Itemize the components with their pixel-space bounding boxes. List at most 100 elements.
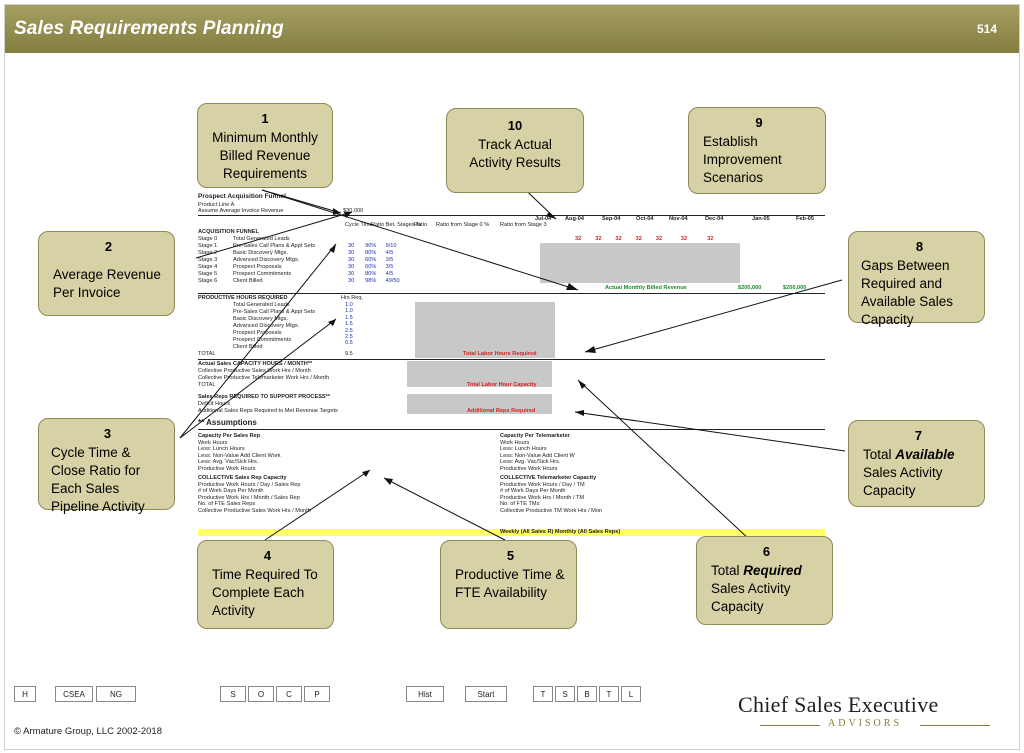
total-labor-capacity: Total Labor Hour Capacity: [467, 382, 537, 388]
stage-3: Stage 3: [198, 257, 218, 263]
nav-button-l[interactable]: L: [621, 686, 641, 702]
callout-7-text-pre: Total: [863, 447, 896, 462]
nav-button-s[interactable]: S: [220, 686, 246, 702]
sheet-title: Prospect Acquisition Funnel: [198, 193, 286, 200]
nav-button-start[interactable]: Start: [465, 686, 507, 702]
col-ratio-from: Ratio from Stage 0 %: [436, 222, 490, 228]
stage-0-name: Total Generated Leads: [233, 236, 290, 242]
callout-2-number: 2: [104, 239, 113, 254]
callout-4-number: 4: [263, 548, 272, 563]
callout-9-number: 9: [755, 115, 763, 130]
callout-4-text: Time Required To Complete Each Activity: [212, 567, 318, 618]
capacity-row-2: TOTAL: [198, 382, 216, 388]
stage-6-name: Client Billed: [233, 278, 263, 284]
spreadsheet-area: Prospect Acquisition Funnel Product Line…: [195, 193, 825, 538]
callout-9: 9 Establish Improvement Scenarios: [688, 107, 826, 194]
callout-4: 4 Time Required To Complete Each Activit…: [197, 540, 334, 629]
month-1: Aug-04: [565, 216, 584, 222]
callout-6-number: 6: [762, 544, 771, 559]
stage-5-name: Prospect Commitments: [233, 271, 292, 277]
callout-6: 6 Total Required Sales Activity Capacity: [696, 536, 833, 625]
collective-tm: COLLECTIVE Telemarketer Capacity: [500, 475, 597, 481]
month-7: Feb-05: [796, 216, 815, 222]
nav-button-c[interactable]: C: [276, 686, 302, 702]
revenue-value-1: $200,000: [738, 285, 762, 291]
actual-revenue-label: Actual Monthly Billed Revenue: [605, 285, 687, 291]
callout-3-text: Cycle Time & Close Ratio for Each Sales …: [51, 445, 145, 514]
header-rule: [198, 215, 825, 216]
callout-7-number: 7: [914, 428, 923, 443]
logo-main: Chief Sales Executive: [738, 692, 939, 717]
nav-button-ng[interactable]: NG: [96, 686, 136, 702]
callout-3: 3 Cycle Time & Close Ratio for Each Sale…: [38, 418, 175, 514]
nav-button-hist[interactable]: Hist: [406, 686, 444, 702]
reps-row-1: Additional Sales Reps Required to Met Re…: [198, 408, 338, 414]
callout-7: 7 Total Available Sales Activity Capacit…: [848, 420, 985, 507]
callout-8-text: Gaps Between Required and Available Sale…: [861, 258, 954, 327]
nav-button-p[interactable]: P: [304, 686, 330, 702]
nav-button-t1[interactable]: T: [533, 686, 553, 702]
nav-button-h[interactable]: H: [14, 686, 36, 702]
title-bar: Sales Requirements Planning 514: [5, 5, 1019, 53]
prod-stage-1: Pre-Sales Call Plans & Appt Sets: [233, 309, 316, 315]
callout-7-text-post: Sales Activity Capacity: [863, 465, 943, 498]
copyright-text: © Armature Group, LLC 2002-2018: [14, 726, 163, 737]
col-ratio-stage3: Ratio from Stage 3: [500, 222, 547, 228]
prod-stage-6: Client Billed: [233, 344, 263, 350]
collective-rep: COLLECTIVE Sales Rep Capacity: [198, 475, 287, 481]
prod-stage-5: Prospect Commitments: [233, 337, 292, 343]
callout-9-text: Establish Improvement Scenarios: [703, 134, 782, 185]
month-6: Jan-05: [752, 216, 770, 222]
callout-10-number: 10: [507, 118, 523, 133]
callout-10: 10 Track Actual Activity Results: [446, 108, 584, 193]
callout-2: 2 Average Revenue Per Invoice: [38, 231, 175, 316]
stage-3-name: Advanced Discovery Mtgs.: [233, 257, 300, 263]
stage-2: Stage 2: [198, 250, 218, 256]
prod-stage-2: Basic Discovery Mtgs.: [233, 316, 289, 322]
productive-heading: PRODUCTIVE HOURS REQUIRED: [198, 295, 288, 301]
prod-stage-3: Advanced Discovery Mtgs.: [233, 323, 300, 329]
cap-tm-heading: Capacity Per Telemarketer: [500, 433, 570, 439]
additional-reps: Additional Reps Required: [467, 408, 536, 414]
total-labor-required: Total Labor Hours Required: [463, 351, 537, 357]
logo-rule-right: [920, 725, 990, 726]
capacity-row-1: Collective Productive Telemarketer Work …: [198, 375, 329, 381]
callout-8-number: 8: [915, 239, 924, 254]
nav-button-s2[interactable]: S: [555, 686, 575, 702]
assumptions-heading: ** Assumptions: [198, 418, 257, 427]
prod-stage-4: Prospect Proposals: [233, 330, 282, 336]
stage-2-name: Basic Discovery Mtgs.: [233, 250, 289, 256]
prod-stage-0: Total Generated Leads: [233, 302, 290, 308]
callout-7-text-em: Available: [895, 447, 955, 462]
product-line: Product Line A: [198, 202, 235, 208]
callout-2-text: Average Revenue Per Invoice: [53, 267, 161, 300]
stage-5: Stage 5: [198, 271, 218, 277]
funnel-heading: ACQUISITION FUNNEL: [198, 229, 259, 235]
callout-1-number: 1: [261, 111, 269, 126]
callout-5-number: 5: [506, 548, 515, 563]
revenue-value-2: $200,000: [783, 285, 807, 291]
callout-10-text: Track Actual Activity Results: [469, 137, 561, 170]
avg-invoice-label: Assume Average Invoice Revenue: [198, 208, 284, 214]
month-3: Oct-04: [636, 216, 654, 222]
stage-0: Stage 0: [198, 236, 218, 242]
stage-4: Stage 4: [198, 264, 218, 270]
callout-8: 8 Gaps Between Required and Available Sa…: [848, 231, 985, 327]
capacity-row-0: Collective Productive Sales Work Hrs / M…: [198, 368, 311, 374]
logo-rule-left: [760, 725, 820, 726]
page-number: 514: [976, 22, 997, 36]
nav-button-csea[interactable]: CSEA: [55, 686, 93, 702]
callout-5: 5 Productive Time & FTE Availability: [440, 540, 577, 629]
nav-button-o[interactable]: O: [248, 686, 274, 702]
month-2: Sep-04: [602, 216, 621, 222]
nav-button-b[interactable]: B: [577, 686, 597, 702]
month-4: Nov-04: [669, 216, 688, 222]
reps-heading: Sales Reps REQUIRED TO SUPPORT PROCESS**: [198, 394, 331, 400]
nav-button-t2[interactable]: T: [599, 686, 619, 702]
month-5: Dec-04: [705, 216, 724, 222]
weekly-label: Weekly (All Sales R) Monthly (All Sales …: [500, 529, 621, 535]
callout-6-text-post: Sales Activity Capacity: [711, 581, 791, 614]
callout-3-number: 3: [103, 426, 112, 441]
callout-1: 1 Minimum Monthly Billed Revenue Require…: [197, 103, 333, 188]
total-label: TOTAL: [198, 351, 216, 357]
